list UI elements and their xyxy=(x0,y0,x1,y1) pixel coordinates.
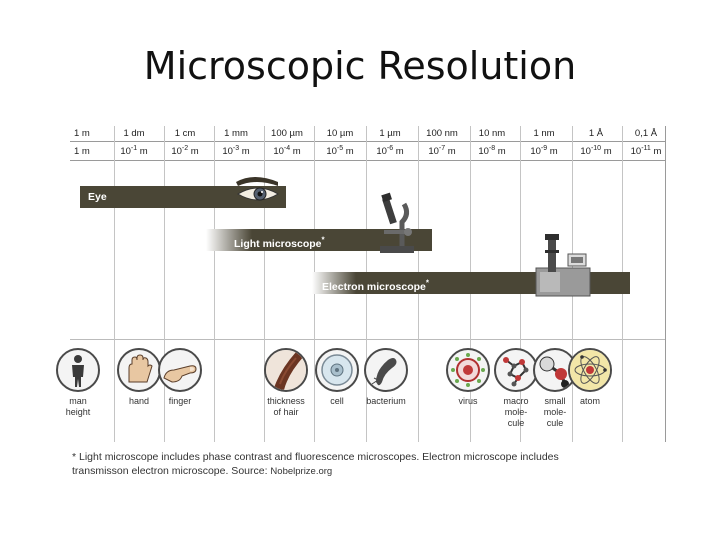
light-microscope-band: Light microscope* xyxy=(206,229,432,251)
unit-label: 10 nm xyxy=(478,128,506,139)
unit-label: 1 Å xyxy=(588,128,604,139)
unit-label: 1 nm xyxy=(533,128,555,139)
objects-divider xyxy=(70,339,666,340)
electron-microscope-label: Electron microscope* xyxy=(322,278,429,293)
power-label: 10-3 m xyxy=(222,145,250,157)
power-label: 10-6 m xyxy=(376,145,404,157)
unit-label: 0,1 Å xyxy=(634,128,658,139)
power-label: 10-5 m xyxy=(326,145,354,157)
object-label: virus xyxy=(458,396,478,406)
source-text: Nobelprize.org xyxy=(270,466,333,477)
eye-band: Eye xyxy=(80,186,286,208)
page-title: Microscopic Resolution xyxy=(143,44,577,88)
grid-line xyxy=(164,126,165,442)
grid-line xyxy=(114,126,115,442)
footnote: * Light microscope includes phase contra… xyxy=(72,450,672,479)
resolution-scale: 1 m 1 dm 1 cm 1 mm 100 µm 10 µm 1 µm 100… xyxy=(56,124,666,442)
unit-label: 1 mm xyxy=(224,128,248,139)
macromolecule-icon xyxy=(494,348,538,392)
power-label: 10-9 m xyxy=(530,145,558,157)
unit-label: 100 nm xyxy=(426,128,458,139)
header-divider xyxy=(70,141,666,142)
power-label: 10-4 m xyxy=(273,145,301,157)
cell-icon xyxy=(315,348,359,392)
power-label: 10-8 m xyxy=(478,145,506,157)
object-label: atom xyxy=(579,396,601,406)
power-label: 1 m xyxy=(74,146,90,157)
object-label: thickness of hair xyxy=(267,396,305,417)
atom-icon xyxy=(568,348,612,392)
bacterium-icon xyxy=(364,348,408,392)
finger-icon xyxy=(158,348,202,392)
virus-icon xyxy=(446,348,490,392)
object-label: man height xyxy=(65,396,91,417)
man-height-icon xyxy=(56,348,100,392)
grid-line xyxy=(665,126,666,442)
footnote-line: transmisson electron microscope. Source:… xyxy=(72,465,333,477)
header-divider xyxy=(70,160,666,161)
hair-icon xyxy=(264,348,308,392)
unit-label: 1 cm xyxy=(174,128,196,139)
electron-microscope-icon xyxy=(535,234,591,297)
small-molecule-icon xyxy=(533,348,577,392)
power-label: 10-10 m xyxy=(580,145,612,157)
object-label: bacterium xyxy=(366,396,406,406)
unit-label: 1 µm xyxy=(379,128,401,139)
unit-label: 1 m xyxy=(74,128,90,139)
unit-label: 1 dm xyxy=(123,128,145,139)
footnote-line: * Light microscope includes phase contra… xyxy=(72,451,559,463)
object-label: hand xyxy=(128,396,150,406)
light-microscope-icon xyxy=(380,192,414,253)
object-label: small mole- cule xyxy=(543,396,567,428)
eye-band-label: Eye xyxy=(88,191,107,203)
power-label: 10-7 m xyxy=(428,145,456,157)
light-microscope-label: Light microscope* xyxy=(234,235,325,250)
object-label: finger xyxy=(168,396,192,406)
object-label: macro mole- cule xyxy=(503,396,529,428)
unit-label: 100 µm xyxy=(271,128,303,139)
grid-line xyxy=(264,126,265,442)
eye-icon xyxy=(236,177,279,201)
unit-label: 10 µm xyxy=(326,128,354,139)
power-label: 10-11 m xyxy=(630,145,662,157)
power-label: 10-1 m xyxy=(120,145,148,157)
power-label: 10-2 m xyxy=(171,145,199,157)
object-label: cell xyxy=(330,396,344,406)
hand-icon xyxy=(117,348,161,392)
grid-line xyxy=(214,126,215,442)
